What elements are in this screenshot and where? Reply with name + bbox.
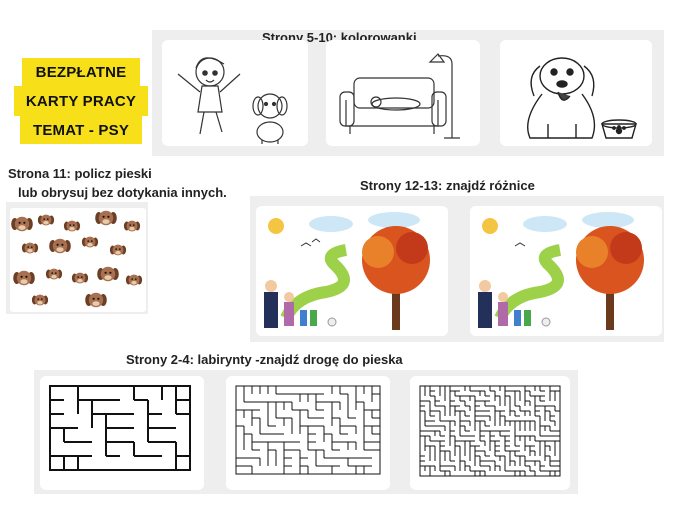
maze-image-easy: [40, 376, 204, 490]
mazes-heading: Strony 2-4: labirynty -znajdź drogę do p…: [126, 352, 403, 367]
sofa-dog-coloring-image: [326, 40, 480, 146]
counting-heading-line-1: Strona 11: policz pieski: [8, 166, 152, 181]
differences-heading: Strony 12-13: znajdź różnice: [360, 178, 535, 193]
girl-dog-coloring-image: [162, 40, 308, 146]
title-badge: BEZPŁATNE KARTY PRACY TEMAT - PSY: [14, 58, 148, 146]
autumn-scene-image-right: [470, 206, 662, 336]
counting-heading-line-2: lub obrysuj bez dotykania innych.: [18, 185, 227, 200]
badge-line-1: BEZPŁATNE: [35, 64, 127, 81]
dog-bowl-coloring-image: [500, 40, 652, 146]
maze-image-medium: [226, 376, 390, 490]
dogs-counting-image: [10, 208, 146, 312]
maze-image-hard: [410, 376, 570, 490]
badge-line-2: KARTY PRACY: [25, 93, 137, 110]
badge-line-3: TEMAT - PSY: [32, 122, 130, 139]
autumn-scene-image-left: [256, 206, 448, 336]
